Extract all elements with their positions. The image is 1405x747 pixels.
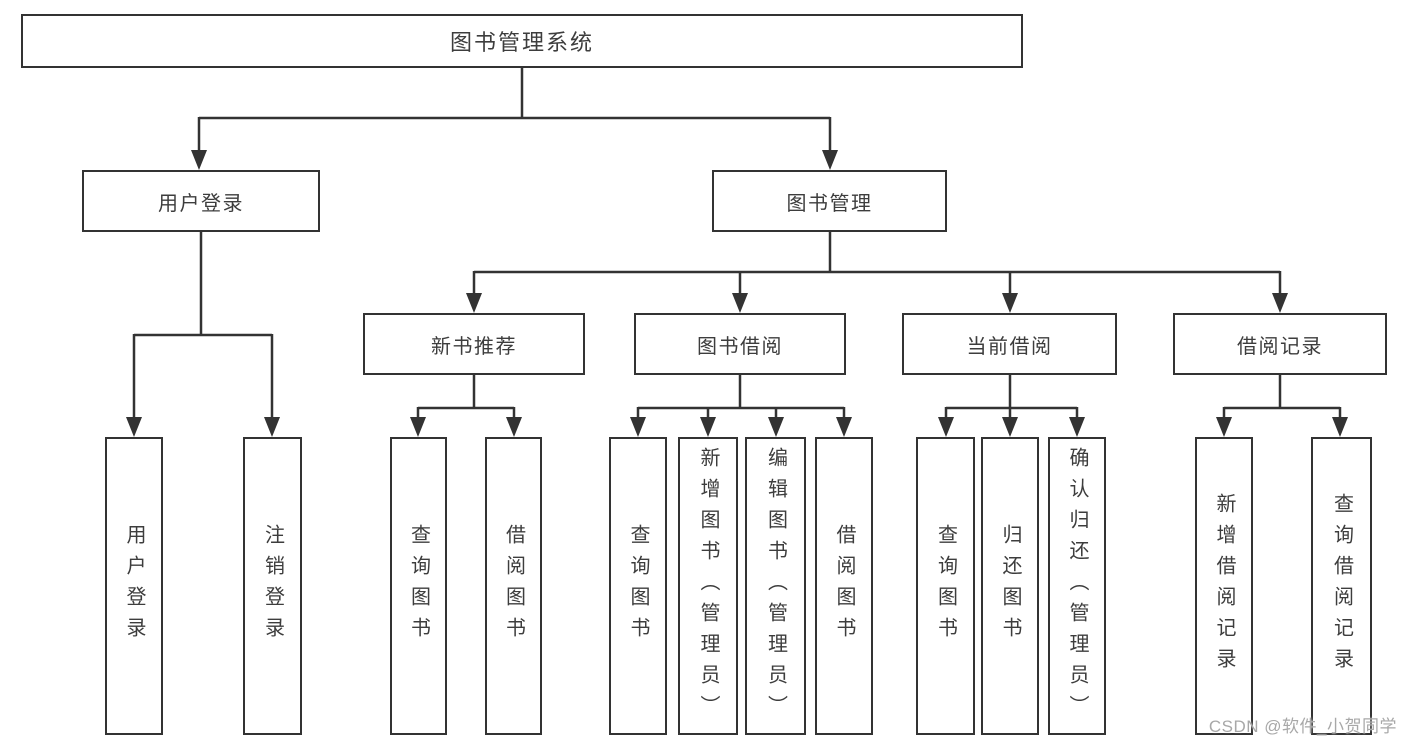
arrow-book-borrow: [732, 293, 748, 313]
leaf-label: 确认归还（管理员）: [1066, 446, 1088, 726]
leaf-query-books-2: 查询图书: [609, 437, 667, 735]
arrow-login-leaf1: [126, 417, 142, 437]
node-borrowing-records: 借阅记录: [1173, 313, 1387, 375]
leaf-label: 新增借阅记录: [1213, 493, 1235, 679]
leaf-add-books-admin: 新增图书（管理员）: [678, 437, 738, 735]
leaf-borrow-books-2: 借阅图书: [815, 437, 873, 735]
node-new-book-recommend: 新书推荐: [363, 313, 585, 375]
leaf-label: 查询借阅记录: [1330, 493, 1353, 679]
leaf-label: 借阅图书: [833, 524, 855, 648]
leaf-label: 归还图书: [999, 524, 1021, 648]
node-book-borrowing: 图书借阅: [634, 313, 846, 375]
leaf-query-borrow-record: 查询借阅记录: [1311, 437, 1372, 735]
leaf-label: 编辑图书（管理员）: [764, 446, 787, 726]
leaf-query-books-1: 查询图书: [390, 437, 447, 735]
node-user-login: 用户登录: [82, 170, 320, 232]
arrow-bb-leaf1: [630, 417, 646, 437]
arrow-borrow-records: [1272, 293, 1288, 313]
leaf-label: 查询图书: [934, 524, 957, 648]
node-book-management: 图书管理: [712, 170, 947, 232]
leaf-label: 新增图书（管理员）: [697, 446, 719, 726]
arrow-book-management: [822, 150, 838, 170]
leaf-borrow-books-1: 借阅图书: [485, 437, 542, 735]
arrow-bb-leaf2: [700, 417, 716, 437]
leaf-label: 注销登录: [261, 524, 284, 648]
arrow-login-leaf2: [264, 417, 280, 437]
leaf-label: 查询图书: [407, 524, 430, 648]
arrow-new-books: [466, 293, 482, 313]
leaf-add-borrow-record: 新增借阅记录: [1195, 437, 1253, 735]
leaf-label: 查询图书: [627, 524, 649, 648]
leaf-user-login: 用户登录: [105, 437, 163, 735]
leaf-query-books-3: 查询图书: [916, 437, 975, 735]
leaf-confirm-return-admin: 确认归还（管理员）: [1048, 437, 1106, 735]
leaf-label: 借阅图书: [502, 524, 525, 648]
leaf-logout: 注销登录: [243, 437, 302, 735]
leaf-edit-books-admin: 编辑图书（管理员）: [745, 437, 806, 735]
arrow-cb-leaf3: [1069, 417, 1085, 437]
arrow-nb-leaf2: [506, 417, 522, 437]
arrow-br-leaf1: [1216, 417, 1232, 437]
arrow-current-borrow: [1002, 293, 1018, 313]
arrow-nb-leaf1: [410, 417, 426, 437]
leaf-label: 用户登录: [123, 524, 145, 648]
arrow-user-login: [191, 150, 207, 170]
arrow-cb-leaf2: [1002, 417, 1018, 437]
arrow-cb-leaf1: [938, 417, 954, 437]
arrowheads: [126, 150, 1348, 437]
leaf-return-books: 归还图书: [981, 437, 1039, 735]
arrow-bb-leaf3: [768, 417, 784, 437]
csdn-watermark: CSDN @软件_小贺同学: [1208, 717, 1397, 736]
arrow-br-leaf2: [1332, 417, 1348, 437]
node-library-management-system: 图书管理系统: [21, 14, 1023, 68]
arrow-bb-leaf4: [836, 417, 852, 437]
node-current-borrowing: 当前借阅: [902, 313, 1117, 375]
